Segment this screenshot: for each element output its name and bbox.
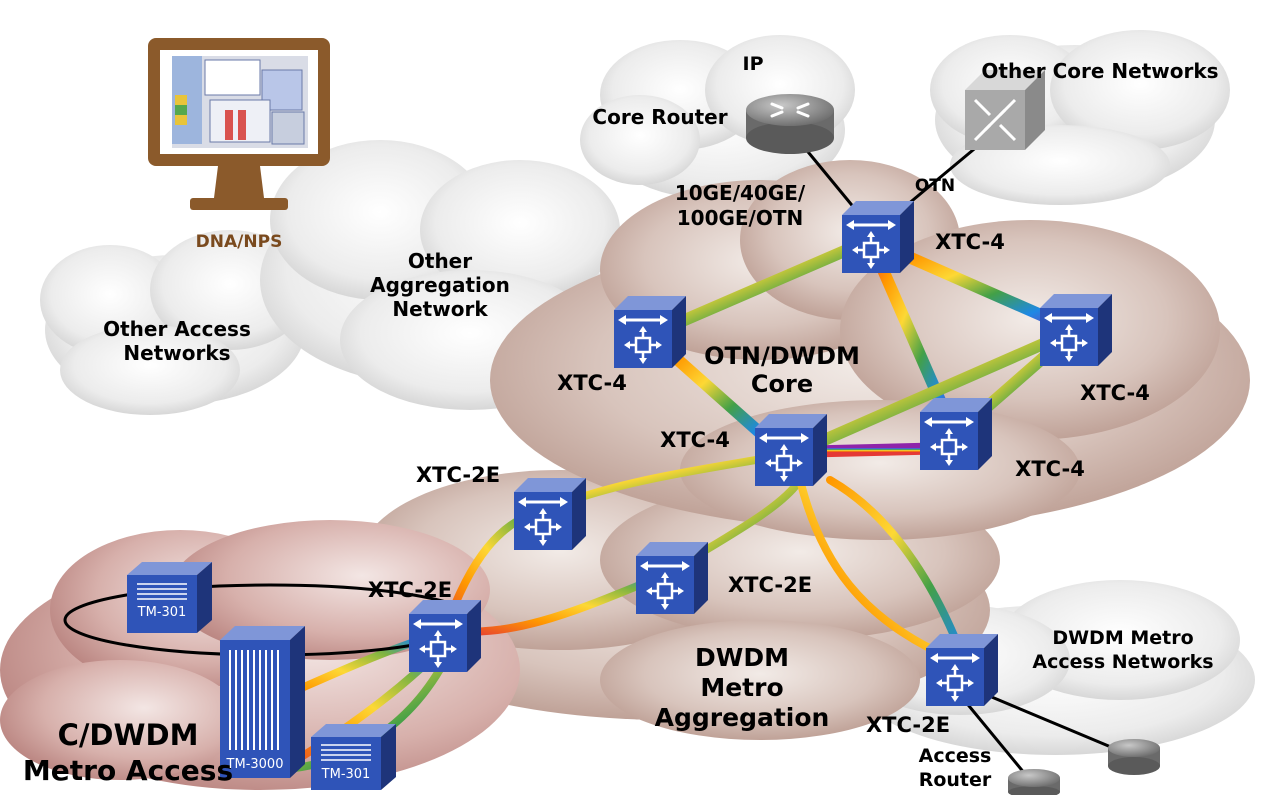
other-core-networks-label: Other Core Networks [981, 59, 1218, 83]
xtc4-left-label: XTC-4 [557, 371, 627, 395]
other-access-label-1: Other Access [103, 317, 251, 341]
other-aggregation-label-1: Other [408, 249, 472, 273]
otn-link-label: OTN [915, 176, 955, 196]
dwdm-metro-access-label-2: Access Networks [1032, 651, 1213, 673]
xtc2e-left-label: XTC-2E [368, 578, 452, 602]
xtc4-lowright-label: XTC-4 [1015, 457, 1085, 481]
xtc2e-upper-icon [514, 478, 586, 550]
ip-label: IP [743, 53, 764, 75]
xtc2e-right-label: XTC-2E [866, 713, 950, 737]
uplink-label-line1: 10GE/40GE/ [675, 181, 806, 205]
xtc4-lowright-icon [920, 398, 992, 470]
dwdm-metro-aggregation-label-3: Aggregation [655, 703, 830, 732]
xtc2e-right-icon [926, 634, 998, 706]
otn-dwdm-core-label-1: OTN/DWDM [704, 342, 860, 370]
other-access-label-2: Networks [123, 341, 230, 365]
tm3000-label: TM-3000 [226, 757, 284, 772]
access-router-icon [1108, 739, 1160, 775]
xtc2e-left-icon [409, 600, 481, 672]
xtc4-right-icon [1040, 294, 1112, 366]
uplink-label-line2: 100GE/OTN [677, 206, 804, 230]
xtc2e-mid-label: XTC-2E [728, 573, 812, 597]
dwdm-metro-aggregation-label-1: DWDM [695, 643, 789, 672]
xtc4-center-label: XTC-4 [660, 428, 730, 452]
dna-nps-label: DNA/NPS [196, 232, 283, 252]
core-router-icon [746, 94, 834, 154]
xtc2e-mid-icon [636, 542, 708, 614]
tm3000-icon [220, 626, 305, 778]
access-router-label-1: Access [919, 745, 992, 767]
xtc4-top-icon [842, 201, 914, 273]
access-router-icon [1008, 769, 1060, 795]
otn-switch-icon [965, 70, 1045, 150]
access-router-links [958, 688, 1131, 781]
tm301-top-icon [127, 562, 212, 633]
cdwdm-metro-access-label-2: Metro Access [23, 754, 233, 787]
dwdm-metro-access-label-1: DWDM Metro [1052, 627, 1193, 649]
xtc4-left-icon [614, 296, 686, 368]
tm301-bottom-icon [311, 724, 396, 790]
tm301-top-label: TM-301 [137, 605, 187, 620]
cdwdm-metro-access-label-1: C/DWDM [58, 718, 199, 752]
otn-dwdm-core-label-2: Core [751, 370, 813, 398]
tm301-bottom-label: TM-301 [321, 767, 371, 782]
core-router-label: Core Router [592, 105, 727, 129]
xtc2e-upper-label: XTC-2E [416, 463, 500, 487]
monitor-icon [148, 38, 330, 210]
dwdm-metro-aggregation-label-2: Metro [700, 673, 783, 702]
access-router-label-2: Router [919, 769, 992, 791]
other-aggregation-label-2: Aggregation [370, 273, 510, 297]
xtc4-right-label: XTC-4 [1080, 381, 1150, 405]
xtc4-center-icon [755, 414, 827, 486]
xtc4-top-label: XTC-4 [935, 230, 1005, 254]
other-aggregation-label-3: Network [392, 297, 488, 321]
